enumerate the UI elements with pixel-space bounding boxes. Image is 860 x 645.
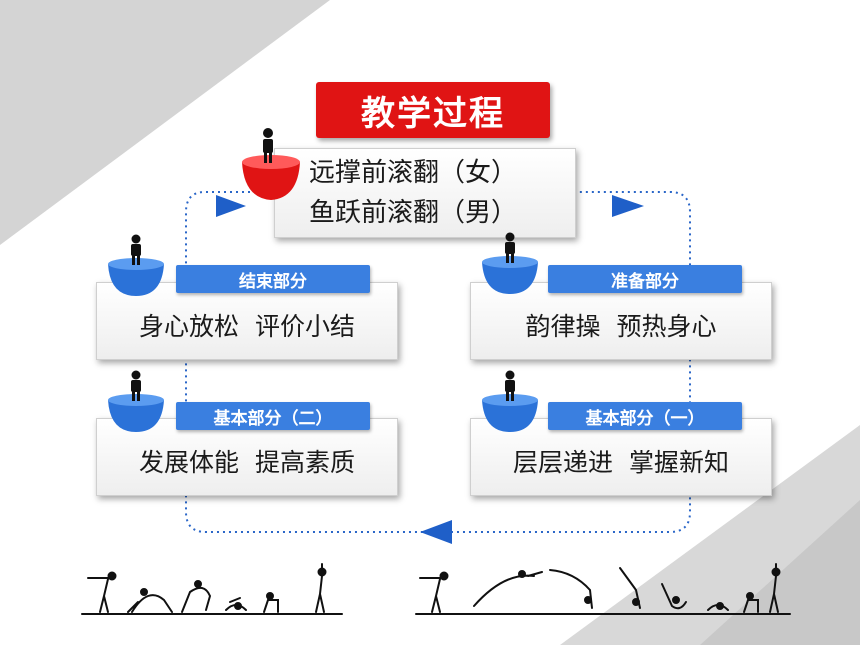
arrow-right-icon [216, 195, 246, 217]
arrow-left-icon [420, 520, 452, 544]
blue-bowl-icon [482, 232, 538, 294]
page-title: 教学过程 [316, 82, 550, 138]
blue-bowl-icon [108, 370, 164, 432]
center-line-2: 鱼跃前滚翻（男） [309, 198, 518, 228]
stage-basic2-text: 发展体能 提高素质 [139, 448, 355, 477]
stage-prep-card: 韵律操 预热身心 [470, 282, 772, 360]
stage-prep-label: 准备部分 [548, 265, 742, 293]
stage-basic1-card: 层层递进 掌握新知 [470, 418, 772, 496]
blue-bowl-icon [482, 370, 538, 432]
arrow-right-icon [612, 195, 644, 217]
stage-basic2-card: 发展体能 提高素质 [96, 418, 398, 496]
red-bowl-icon [242, 128, 300, 200]
center-card: 远撑前滚翻（女） 鱼跃前滚翻（男） [274, 148, 576, 238]
gymnast-sequence-right [415, 563, 791, 615]
stage-basic1-label: 基本部分（一） [548, 402, 742, 430]
stage-end-text: 身心放松 评价小结 [139, 312, 355, 341]
stage-prep-text: 韵律操 预热身心 [525, 312, 717, 341]
stage-basic1-text: 层层递进 掌握新知 [513, 448, 729, 477]
center-line-1: 远撑前滚翻（女） [309, 158, 518, 188]
stage-end-label: 结束部分 [176, 265, 370, 293]
gymnast-sequence-left [81, 563, 343, 615]
stage-basic2-label: 基本部分（二） [176, 402, 370, 430]
stage-end-card: 身心放松 评价小结 [96, 282, 398, 360]
blue-bowl-icon [108, 234, 164, 296]
